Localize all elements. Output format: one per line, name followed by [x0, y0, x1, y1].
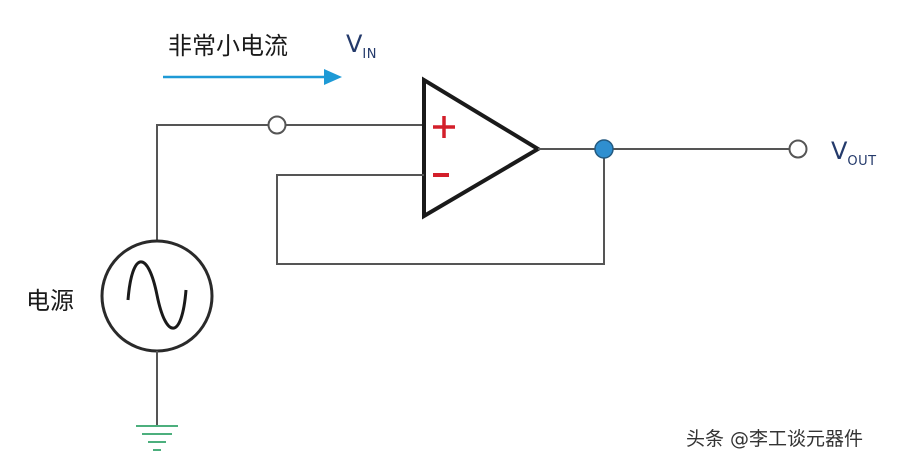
- input-wire: [156, 124, 268, 240]
- source-label: 电源: [26, 287, 74, 315]
- vout-subscript: OUT: [847, 154, 877, 169]
- output-junction: [594, 139, 614, 159]
- vin-label: VIN: [346, 30, 377, 62]
- watermark: 头条 @李工谈元器件: [686, 428, 864, 450]
- vin-main: V: [346, 30, 363, 58]
- ac-source-icon: [100, 239, 214, 353]
- input-terminal: [267, 115, 287, 135]
- vout-main: V: [831, 137, 848, 165]
- output-terminal: [788, 139, 808, 159]
- feedback-wire: [276, 149, 605, 265]
- plus-sign: [433, 116, 455, 138]
- current-label: 非常小电流: [168, 32, 288, 60]
- vout-label: VOUT: [831, 137, 877, 169]
- ground-icon: [136, 425, 178, 451]
- op-amp-symbol: [422, 76, 542, 220]
- current-arrow-icon: [163, 69, 342, 85]
- vin-subscript: IN: [362, 47, 377, 62]
